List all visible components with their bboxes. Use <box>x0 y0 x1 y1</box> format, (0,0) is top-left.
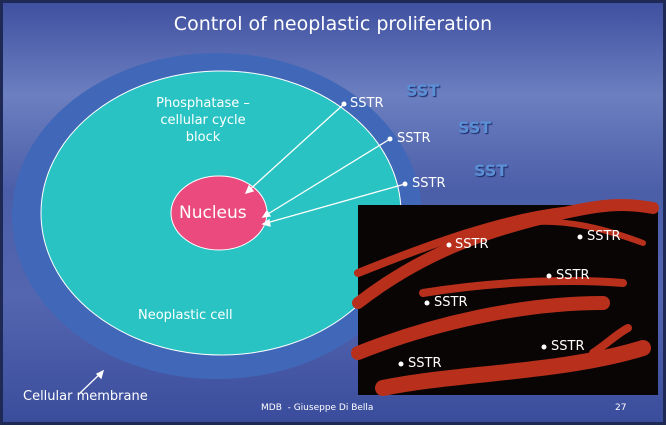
membrane-label: Cellular membrane <box>23 389 148 404</box>
block-line: block <box>185 130 221 145</box>
sst-label: SST <box>406 81 440 100</box>
sstr-label: SSTR <box>455 237 489 252</box>
sstr-label: SSTR <box>556 268 590 283</box>
slide-title: Control of neoplastic proliferation <box>173 13 493 35</box>
sstr-dots <box>341 101 583 367</box>
cell-diagram <box>12 53 659 396</box>
vessels <box>351 199 659 396</box>
sstr-label: SSTR <box>434 295 468 310</box>
sstr-label: SSTR <box>350 96 384 111</box>
nucleus-label: Nucleus <box>179 203 247 223</box>
sstr-label: SSTR <box>551 339 585 354</box>
sstr-label: SSTR <box>397 131 431 146</box>
neoplastic-cell-label: Neoplastic cell <box>138 308 233 323</box>
phosphatase-label: Phosphatase – cellular cycle block <box>133 95 273 146</box>
phosphatase-line: Phosphatase – <box>156 96 250 111</box>
arrows <box>77 103 406 396</box>
sst-label: SST <box>458 118 492 137</box>
sstr-label: SSTR <box>412 176 446 191</box>
cycle-line: cellular cycle <box>160 113 246 128</box>
page-number: 27 <box>615 403 627 413</box>
footer-author: MDB - Giuseppe Di Bella <box>261 403 374 413</box>
sst-label: SST <box>474 161 508 180</box>
sstr-label: SSTR <box>408 356 442 371</box>
sstr-label: SSTR <box>587 229 621 244</box>
